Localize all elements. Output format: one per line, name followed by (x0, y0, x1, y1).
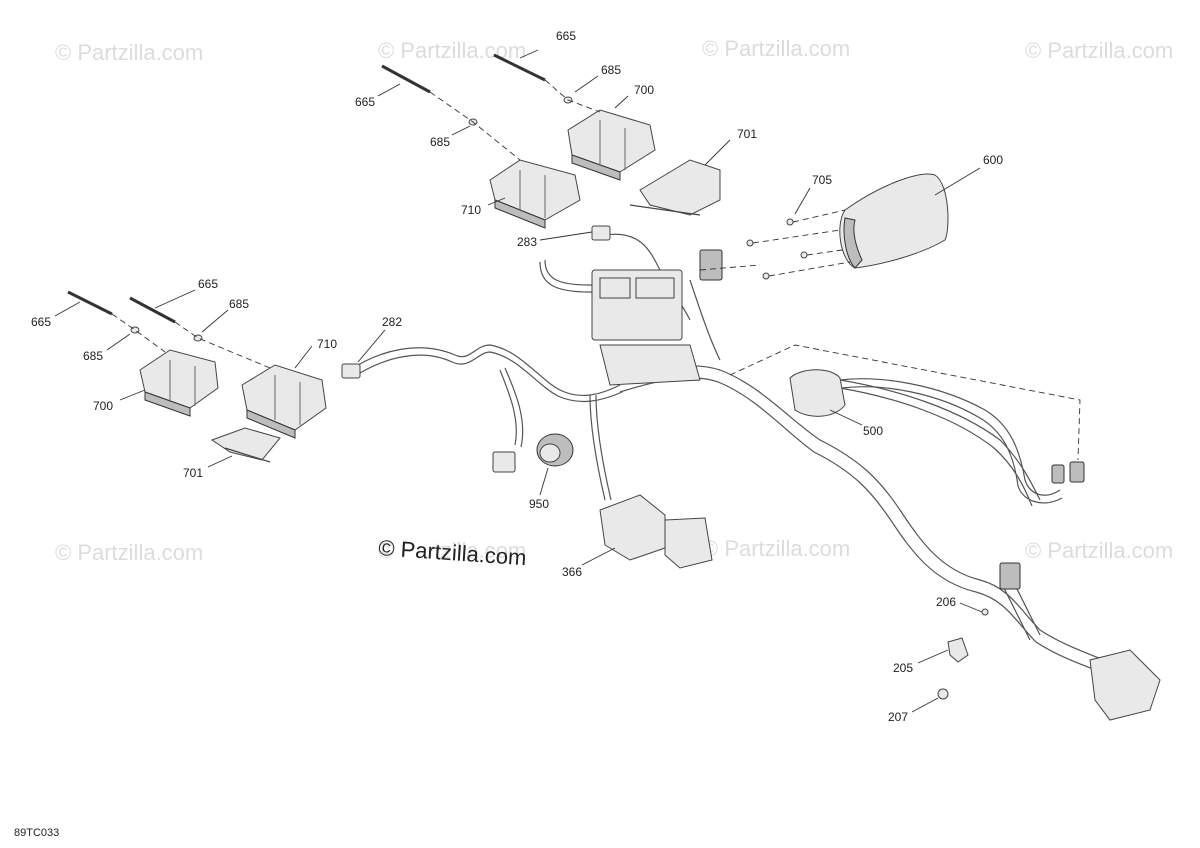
switch-500 (729, 344, 1085, 504)
callout-685[interactable]: 685 (229, 297, 249, 311)
top-bolts (381, 53, 601, 161)
callout-701[interactable]: 701 (183, 466, 203, 480)
callout-665[interactable]: 665 (355, 95, 375, 109)
callout-665[interactable]: 665 (198, 277, 218, 291)
central-junction-block (591, 249, 723, 386)
watermark-text: © Partzilla.com (378, 538, 526, 563)
left-bracket-701 (210, 427, 281, 463)
callout-206[interactable]: 206 (936, 595, 956, 609)
watermark-layer: © Partzilla.com © Partzilla.com © Partzi… (55, 36, 1173, 565)
left-bolts (67, 290, 271, 369)
lower-right-components (937, 562, 1161, 721)
callout-283[interactable]: 283 (517, 235, 537, 249)
left-module-710 (241, 364, 327, 439)
callout-685[interactable]: 685 (430, 135, 450, 149)
diagram-code: 89TC033 (14, 827, 59, 839)
callout-700[interactable]: 700 (634, 83, 654, 97)
top-bracket-701 (629, 159, 721, 216)
callout-950[interactable]: 950 (529, 497, 549, 511)
callout-705[interactable]: 705 (812, 173, 832, 187)
callout-685[interactable]: 685 (601, 63, 621, 77)
callout-205[interactable]: 205 (893, 661, 913, 675)
callout-685[interactable]: 685 (83, 349, 103, 363)
callout-600[interactable]: 600 (983, 153, 1003, 167)
watermark-text: © Partzilla.com (702, 36, 850, 61)
callout-665[interactable]: 665 (31, 315, 51, 329)
watermark-text: © Partzilla.com (702, 536, 850, 561)
connector-282 (341, 363, 361, 379)
watermark-text: © Partzilla.com (1025, 38, 1173, 63)
callout-500[interactable]: 500 (863, 424, 883, 438)
watermark-text: © Partzilla.com (55, 540, 203, 565)
callout-207[interactable]: 207 (888, 710, 908, 724)
callout-710[interactable]: 710 (461, 203, 481, 217)
callout-366[interactable]: 366 (562, 565, 582, 579)
callout-700[interactable]: 700 (93, 399, 113, 413)
callout-labels: 665 685 700 665 685 701 710 283 705 600 … (31, 29, 1003, 724)
left-module-700 (139, 349, 219, 417)
callout-282[interactable]: 282 (382, 315, 402, 329)
leader-lines (54, 49, 983, 713)
power-socket-950 (492, 433, 574, 473)
cover-600 (839, 173, 949, 269)
connector-366 (599, 494, 713, 569)
screws-705 (699, 209, 851, 280)
top-module-710 (489, 159, 581, 229)
wiring-harness (349, 233, 1151, 693)
callout-701[interactable]: 701 (737, 127, 757, 141)
connector-283 (591, 225, 611, 241)
watermark-text: © Partzilla.com (1025, 538, 1173, 563)
callout-710[interactable]: 710 (317, 337, 337, 351)
callout-665[interactable]: 665 (556, 29, 576, 43)
watermark-text: © Partzilla.com (55, 40, 203, 65)
top-module-700 (567, 109, 656, 181)
